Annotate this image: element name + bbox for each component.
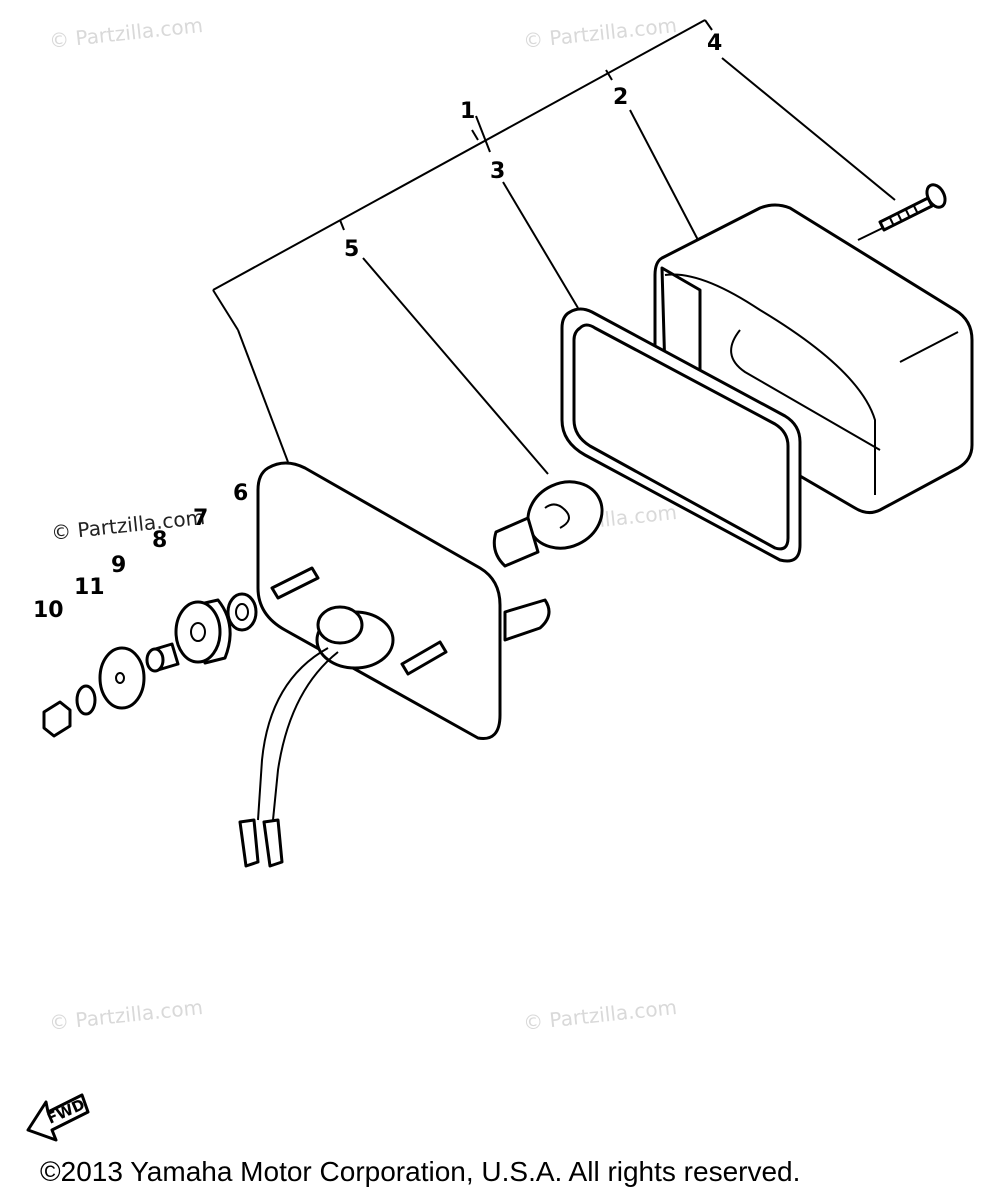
callout-4: 4: [707, 31, 722, 56]
callout-6: 6: [233, 481, 248, 506]
callout-5: 5: [344, 237, 359, 262]
watermark: © Partzilla.com: [48, 995, 204, 1035]
callout-11: 11: [74, 575, 105, 600]
part-8-collar: [145, 642, 180, 673]
callout-7: 7: [193, 506, 208, 531]
callout-2: 2: [613, 85, 628, 110]
copyright-notice: ©2013 Yamaha Motor Corporation, U.S.A. A…: [40, 1156, 801, 1187]
part-9-washer: [98, 646, 146, 710]
watermark: © Partzilla.com: [522, 995, 678, 1035]
part-5-bulb: [492, 480, 604, 568]
leader-lines: [212, 19, 896, 475]
watermark: © Partzilla.com: [50, 505, 206, 545]
callout-9: 9: [111, 553, 126, 578]
callout-10: 10: [33, 598, 64, 623]
fwd-arrow-icon: FWD: [26, 1093, 90, 1142]
part-10-nut: [42, 700, 72, 738]
callout-8: 8: [152, 528, 167, 553]
part-11-spring-washer: [75, 684, 97, 716]
part-7-grommet: [174, 598, 232, 665]
part-3-gasket: [560, 307, 802, 563]
part-4-screw: [878, 183, 947, 232]
part-6-washer: [226, 592, 258, 632]
callout-3: 3: [490, 159, 505, 184]
watermark: © Partzilla.com: [48, 13, 204, 53]
callout-1: 1: [460, 99, 475, 124]
part-1-base-plate: [238, 461, 551, 868]
